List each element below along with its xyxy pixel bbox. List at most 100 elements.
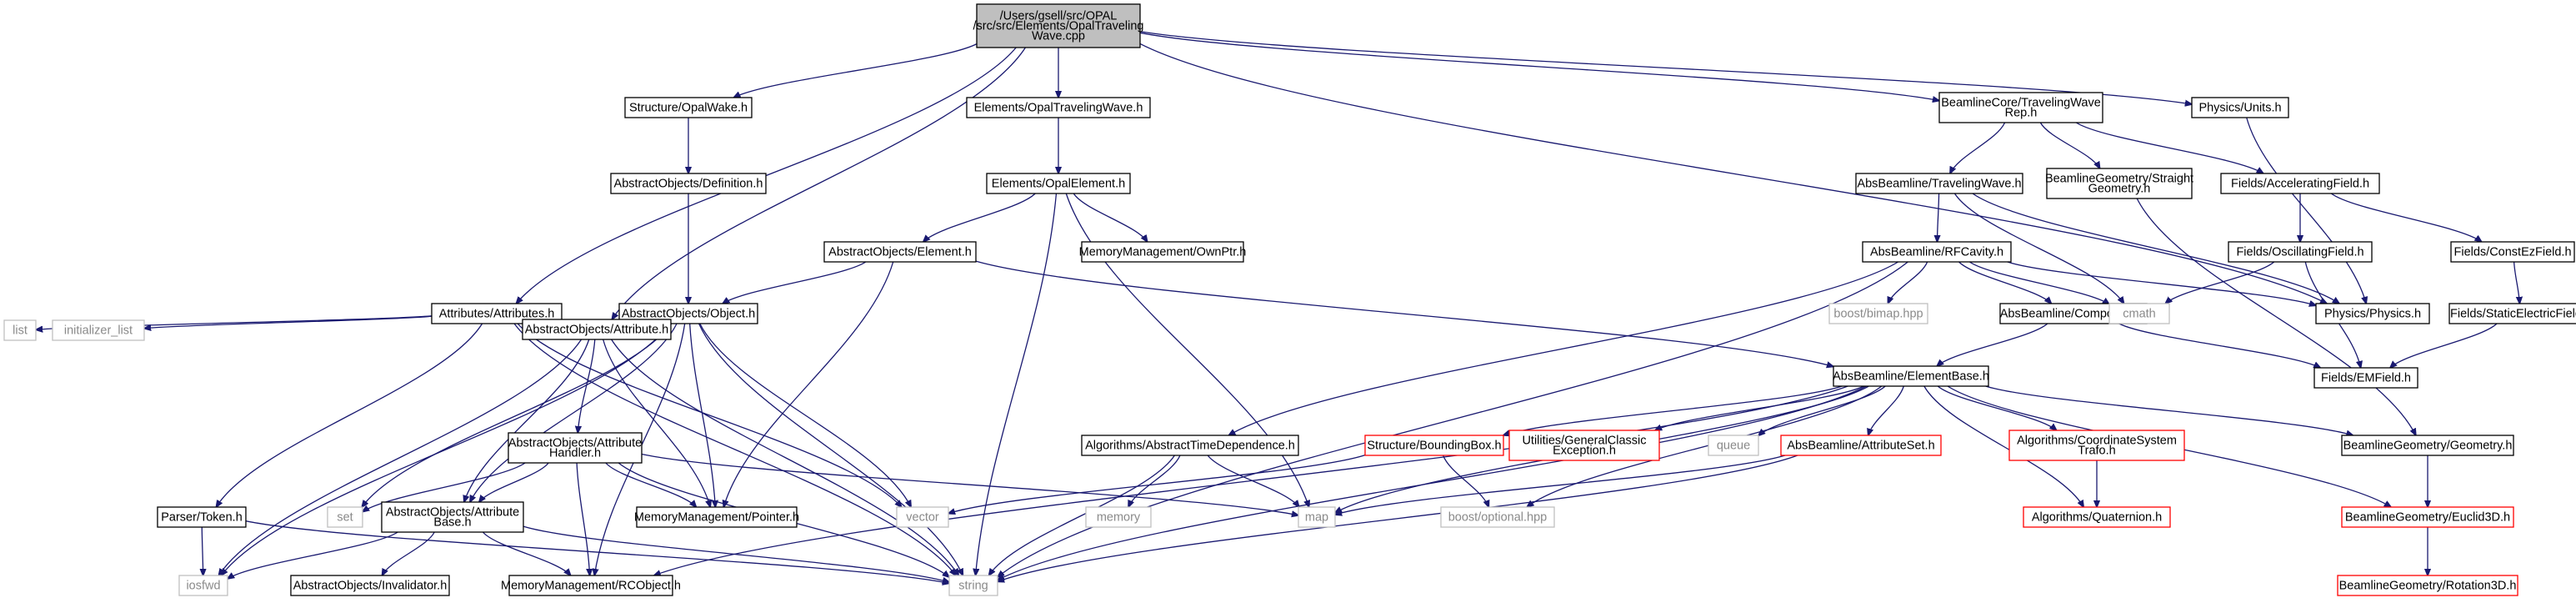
node-mm-rcobject[interactable]: MemoryManagement/RCObject.h [501, 575, 681, 596]
node-bg-euclid3d[interactable]: BeamlineGeometry/Euclid3D.h [2341, 506, 2514, 528]
node-attr-attributes[interactable]: Attributes/Attributes.h [431, 303, 563, 324]
node-box [508, 575, 673, 596]
edge-attr-attributes-to-initializer-list [144, 315, 433, 328]
node-fields-emfield[interactable]: Fields/EMField.h [2313, 367, 2418, 389]
node-label: /src/src/Elements/OpalTraveling [973, 20, 1144, 33]
node-ab-rfcavity[interactable]: AbsBeamline/RFCavity.h [1862, 241, 2012, 263]
node-fields-constez[interactable]: Fields/ConstEzField.h [2450, 241, 2575, 263]
edge-ao-object-to-ao-attrbase [470, 323, 678, 502]
node-label: Algorithms/AbstractTimeDependence.h [1085, 440, 1295, 453]
node-boost-bimap[interactable]: boost/bimap.hpp [1828, 303, 1928, 324]
edge-st-boundingbox-to-vector [948, 455, 1366, 514]
node-physics-physics[interactable]: Physics/Physics.h [2315, 303, 2430, 324]
node-parser-token[interactable]: Parser/Token.h [157, 506, 247, 528]
node-set[interactable]: set [327, 506, 363, 528]
node-map[interactable]: map [1298, 506, 1336, 528]
node-label: Elements/OpalElement.h [992, 178, 1125, 191]
node-mm-pointer[interactable]: MemoryManagement/Pointer.h [634, 506, 799, 528]
node-alg-quaternion[interactable]: Algorithms/Quaternion.h [2023, 506, 2171, 528]
node-ao-invalidator[interactable]: AbstractObjects/Invalidator.h [290, 575, 450, 596]
node-label: Physics/Units.h [2198, 102, 2281, 115]
node-ab-travelingwave[interactable]: AbsBeamline/TravelingWave.h [1855, 173, 2023, 194]
node-box [3, 319, 37, 341]
node-iosfwd[interactable]: iosfwd [178, 575, 228, 596]
edge-alg-atd-to-memory [1128, 455, 1181, 507]
node-box [823, 241, 977, 263]
edge-elements-opalelement-to-map [1065, 193, 1308, 507]
node-label: iosfwd [186, 580, 220, 593]
node-label: cmath [2123, 308, 2156, 321]
edges-layer [36, 31, 2519, 584]
nodes-layer: /Users/gsell/src/OPAL/src/src/Elements/O… [3, 3, 2576, 596]
node-label: Physics/Physics.h [2324, 308, 2421, 321]
node-label: Wave.cpp [1032, 30, 1085, 43]
node-ab-attributeset[interactable]: AbsBeamline/AttributeSet.h [1780, 435, 1942, 456]
node-alg-atd[interactable]: Algorithms/AbstractTimeDependence.h [1081, 435, 1299, 456]
node-box [327, 506, 363, 528]
edge-ao-attrbase-to-ao-invalidator [382, 531, 435, 575]
node-bg-rotation3d[interactable]: BeamlineGeometry/Rotation3D.h [2337, 575, 2518, 596]
node-fields-osc[interactable]: Fields/OscillatingField.h [2228, 241, 2373, 263]
edge-ab-attributeset-to-string [998, 455, 1798, 581]
edge-ab-travelingwave-to-cmath [1953, 193, 2123, 304]
node-bg-geometry[interactable]: BeamlineGeometry/Geometry.h [2341, 435, 2514, 456]
node-cmath[interactable]: cmath [2108, 303, 2170, 324]
node-physics-units[interactable]: Physics/Units.h [2191, 97, 2289, 118]
edge-ao-attribute-to-mm-pointer [603, 339, 711, 507]
edge-root-to-bc-twrep [1139, 32, 1939, 100]
node-box [1862, 241, 2012, 263]
node-label: Utilities/GeneralClassic [1522, 435, 1646, 448]
node-root[interactable]: /Users/gsell/src/OPAL/src/src/Elements/O… [973, 3, 1144, 48]
node-box [2341, 506, 2514, 528]
node-box [1855, 173, 2023, 194]
node-structure-opalwake[interactable]: Structure/OpalWake.h [624, 97, 753, 118]
node-fields-static[interactable]: Fields/StaticElectricField.h [2448, 303, 2576, 324]
node-memory[interactable]: memory [1085, 506, 1152, 528]
node-label: Attributes/Attributes.h [439, 308, 555, 321]
edge-ab-rfcavity-to-ab-component [1958, 261, 2052, 304]
node-vector[interactable]: vector [896, 506, 949, 528]
node-label: map [1305, 511, 1328, 525]
node-label: Fields/ConstEzField.h [2453, 246, 2571, 259]
node-queue[interactable]: queue [1708, 435, 1759, 456]
edge-ab-rfcavity-to-cmath [1969, 261, 2109, 304]
edge-bc-twrep-to-fields-accel [2075, 122, 2263, 173]
edge-ao-attrhandler-to-map [641, 453, 1298, 515]
node-box [986, 173, 1131, 194]
node-string[interactable]: string [948, 575, 998, 596]
node-ab-elementbase[interactable]: AbsBeamline/ElementBase.h [1833, 365, 1989, 387]
edge-ao-element-to-mm-pointer [723, 261, 894, 507]
node-fields-accel[interactable]: Fields/AcceleratingField.h [2220, 173, 2380, 194]
edge-ab-elementbase-to-string [998, 385, 1867, 580]
node-label: Algorithms/Quaternion.h [2032, 511, 2162, 525]
node-st-boundingbox[interactable]: Structure/BoundingBox.h [1364, 435, 1504, 456]
node-box [2023, 506, 2171, 528]
node-ao-definition[interactable]: AbstractObjects/Definition.h [610, 173, 767, 194]
node-ao-attribute[interactable]: AbstractObjects/Attribute.h [522, 319, 672, 340]
node-label: BeamlineGeometry/Straight [2045, 173, 2193, 186]
node-box [948, 575, 998, 596]
node-ao-element[interactable]: AbstractObjects/Element.h [823, 241, 977, 263]
edge-ab-elementbase-to-mm-rcobject [654, 385, 1848, 575]
node-elements-opaltw[interactable]: Elements/OpalTravelingWave.h [966, 97, 1151, 118]
node-label: MemoryManagement/RCObject.h [501, 580, 681, 593]
node-list[interactable]: list [3, 319, 37, 341]
edge-ab-elementbase-to-alg-cst [1937, 385, 2056, 430]
node-mm-ownptr[interactable]: MemoryManagement/OwnPtr.h [1079, 241, 1247, 263]
node-box [2108, 303, 2170, 324]
node-label: Fields/OscillatingField.h [2236, 246, 2363, 259]
node-initializer-list[interactable]: initializer_list [52, 319, 145, 341]
node-elements-opalelement[interactable]: Elements/OpalElement.h [986, 173, 1131, 194]
node-box [610, 173, 767, 194]
node-box [1508, 430, 1660, 461]
node-box [2450, 241, 2575, 263]
node-label: AbstractObjects/Attribute [508, 437, 642, 450]
node-boost-optional[interactable]: boost/optional.hpp [1440, 506, 1555, 528]
